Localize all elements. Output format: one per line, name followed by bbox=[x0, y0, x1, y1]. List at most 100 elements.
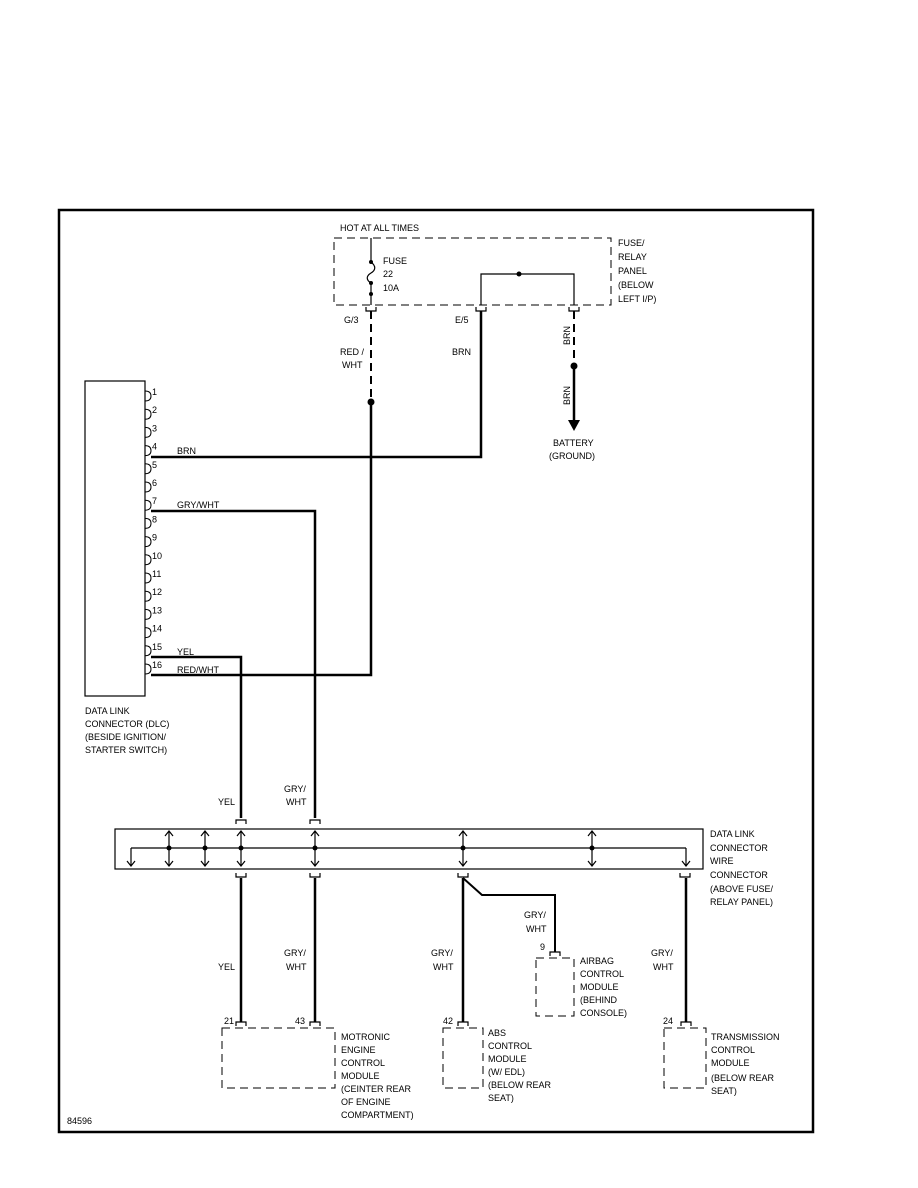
dlc-pin-hook bbox=[144, 499, 152, 511]
dlc-pin-number: 7 bbox=[152, 496, 157, 506]
dlc-pin-hook bbox=[144, 572, 152, 584]
gry-wht-airbag-label-1: GRY/ bbox=[524, 910, 546, 920]
dlc-pin-hook bbox=[144, 481, 152, 493]
fuse-panel-name-2: RELAY bbox=[618, 252, 647, 262]
dlc-pin-hook bbox=[144, 445, 152, 457]
brn-pin4-label: BRN bbox=[177, 446, 196, 456]
fuse-panel-name-5: LEFT I/P) bbox=[618, 294, 656, 304]
red-wht-pin16-label: RED/WHT bbox=[177, 665, 219, 675]
airbag-label-3: MODULE bbox=[580, 982, 619, 992]
airbag-label-1: AIRBAG bbox=[580, 956, 614, 966]
gry-wht-mid-label-2: WHT bbox=[286, 797, 307, 807]
dlc-pin-number: 15 bbox=[152, 642, 162, 652]
gry-wht-ecm-label-2: WHT bbox=[286, 962, 307, 972]
ecm-label-2: ENGINE bbox=[341, 1045, 376, 1055]
fuse-panel-terminals bbox=[365, 307, 580, 312]
dlc-pin-hook bbox=[144, 426, 152, 438]
abs-label-6: SEAT) bbox=[488, 1093, 514, 1103]
figure-id: 84596 bbox=[67, 1116, 92, 1126]
transmission-control-module: 24 TRANSMISSION CONTROL MODULE (BELOW RE… bbox=[663, 1016, 780, 1096]
dlc-pin-hook bbox=[144, 463, 152, 475]
dlc-pin-number: 4 bbox=[152, 442, 157, 452]
dlc-label-4: STARTER SWITCH) bbox=[85, 745, 167, 755]
airbag-label-5: CONSOLE) bbox=[580, 1008, 627, 1018]
ecm-pin-43: 43 bbox=[295, 1016, 305, 1026]
dlc-pin-hook bbox=[144, 590, 152, 602]
dlc-pin-number: 12 bbox=[152, 587, 162, 597]
red-wht-splice bbox=[367, 398, 375, 406]
module-terminal-hooks bbox=[235, 951, 692, 1026]
fuse-panel-name-1: FUSE/ bbox=[618, 238, 645, 248]
gry-wht-abs-label-1: GRY/ bbox=[431, 948, 453, 958]
red-wht-top-label-1: RED / bbox=[340, 347, 365, 357]
fuse-relay-panel: HOT AT ALL TIMES FUSE 22 10A FUSE/ RELAY… bbox=[333, 223, 656, 325]
brn-wire-pin4 bbox=[151, 311, 483, 459]
diagram-frame bbox=[57, 208, 815, 1134]
tcm-label-5: SEAT) bbox=[711, 1086, 737, 1096]
wire-connector-body bbox=[114, 828, 704, 870]
wire-connector-label-6: RELAY PANEL) bbox=[710, 897, 773, 907]
dlc-label-1: DATA LINK bbox=[85, 706, 130, 716]
ecm-label-3: CONTROL bbox=[341, 1058, 385, 1068]
dlc-pin-number: 9 bbox=[152, 533, 157, 543]
airbag-pin-9: 9 bbox=[540, 942, 545, 952]
brn-vertical-label-2: BRN bbox=[562, 386, 572, 405]
abs-label-3: MODULE bbox=[488, 1054, 527, 1064]
battery-ground-label: (GROUND) bbox=[549, 451, 595, 461]
ecm-outline bbox=[221, 1027, 336, 1089]
tcm-label-1: TRANSMISSION bbox=[711, 1032, 780, 1042]
abs-label-2: CONTROL bbox=[488, 1041, 532, 1051]
dlc-pin-hook bbox=[144, 390, 152, 402]
internal-bus-splice bbox=[516, 271, 522, 277]
dlc-pin-hook bbox=[144, 517, 152, 529]
dlc-pin-number: 2 bbox=[152, 405, 157, 415]
dlc-label-2: CONNECTOR (DLC) bbox=[85, 719, 169, 729]
dlc-pin-number: 14 bbox=[152, 624, 162, 634]
wire-connector-label-4: CONNECTOR bbox=[710, 870, 768, 880]
abs-pin-42: 42 bbox=[443, 1016, 453, 1026]
fuse-rating: 10A bbox=[383, 283, 399, 293]
dlc-label-3: (BESIDE IGNITION/ bbox=[85, 732, 167, 742]
wire-connector-terminal-hooks bbox=[235, 819, 691, 878]
airbag-label-2: CONTROL bbox=[580, 969, 624, 979]
dlc-pin-number: 16 bbox=[152, 660, 162, 670]
wire-connector-splices bbox=[166, 845, 595, 851]
gry-wht-wire-pin7 bbox=[151, 509, 317, 818]
dlc-pin-hook bbox=[144, 645, 152, 657]
fuse-label: FUSE bbox=[383, 256, 407, 266]
ecm-pin-21: 21 bbox=[224, 1016, 234, 1026]
tcm-outline bbox=[663, 1027, 707, 1089]
fuse-dot-lower bbox=[369, 292, 373, 296]
fuse-number: 22 bbox=[383, 269, 393, 279]
yel-wire-pin15 bbox=[151, 655, 243, 818]
tcm-label-2: CONTROL bbox=[711, 1045, 755, 1055]
yel-pin15-label: YEL bbox=[177, 647, 194, 657]
tcm-label-4: (BELOW REAR bbox=[711, 1073, 775, 1083]
lower-wires bbox=[239, 877, 688, 1022]
brn-top-label: BRN bbox=[452, 347, 471, 357]
dlc-pin-number: 8 bbox=[152, 514, 157, 524]
gry-wht-ecm-label-1: GRY/ bbox=[284, 948, 306, 958]
motronic-engine-control-module: 21 43 MOTRONIC ENGINE CONTROL MODULE (CE… bbox=[221, 1016, 414, 1120]
ecm-label-7: COMPARTMENT) bbox=[341, 1110, 414, 1120]
gry-wht-tcm-label-1: GRY/ bbox=[651, 948, 673, 958]
dlc-pin-number: 13 bbox=[152, 605, 162, 615]
dlc-pin-hook bbox=[144, 627, 152, 639]
wire-connector-block: DATA LINK CONNECTOR WIRE CONNECTOR (ABOV… bbox=[114, 819, 774, 907]
dlc-pin-number: 10 bbox=[152, 551, 162, 561]
abs-outline bbox=[442, 1027, 484, 1089]
fuse-dot-top bbox=[369, 260, 373, 264]
terminal-g3-label: G/3 bbox=[344, 315, 359, 325]
gry-wht-pin7-label: GRY/WHT bbox=[177, 500, 220, 510]
ecm-label-1: MOTRONIC bbox=[341, 1032, 390, 1042]
ecm-label-5: (CEINTER REAR bbox=[341, 1084, 412, 1094]
wire-connector-label-1: DATA LINK bbox=[710, 829, 755, 839]
battery-ground-arrow bbox=[568, 420, 580, 431]
tcm-label-3: MODULE bbox=[711, 1058, 750, 1068]
airbag-label-4: (BEHIND bbox=[580, 995, 618, 1005]
yel-lower-label: YEL bbox=[218, 962, 235, 972]
brn-vertical-label-1: BRN bbox=[562, 326, 572, 345]
terminal-e5-label: E/5 bbox=[455, 315, 469, 325]
